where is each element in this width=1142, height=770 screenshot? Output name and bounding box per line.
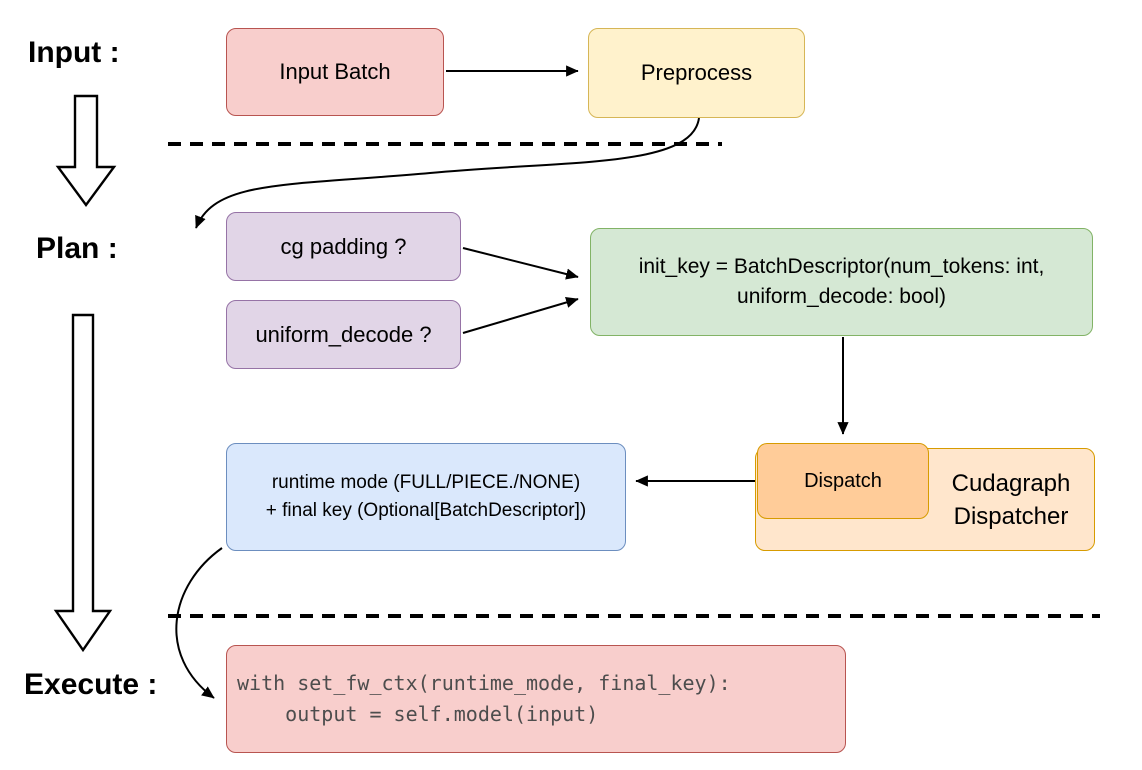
cg-padding-node: cg padding ? [226,212,461,281]
init-key-line1: init_key = BatchDescriptor(num_tokens: i… [638,255,1045,278]
init-key-node: init_key = BatchDescriptor(num_tokens: i… [590,228,1093,336]
cudagraph-dispatcher-line2: Dispatcher [953,502,1069,530]
dispatch-label: Dispatch [804,469,882,492]
runtime-mode-line1: runtime mode (FULL/PIECE./NONE) [271,472,581,493]
execute-code-line1: with set_fw_ctx(runtime_mode, final_key)… [237,671,731,695]
preprocess-node: Preprocess [588,28,805,118]
runtime-mode-node: runtime mode (FULL/PIECE./NONE) + final … [226,443,626,551]
uniform-decode-node: uniform_decode ? [226,300,461,369]
runtime-mode-line2: + final key (Optional[BatchDescriptor]) [265,500,587,521]
arrow-cg-padding-to-init-key [462,247,579,280]
input-batch-node: Input Batch [226,28,444,116]
section-label-plan: Plan : [36,232,118,265]
flow-arrow-plan-to-execute [53,313,113,653]
arrow-runtime-mode-to-execute-code [175,547,223,699]
init-key-line2: uniform_decode: bool) [737,285,946,308]
flow-arrow-input-to-plan [55,94,117,208]
cg-padding-label: cg padding ? [280,233,407,259]
dispatch-node: Dispatch [757,443,929,519]
execute-code-node: with set_fw_ctx(runtime_mode, final_key)… [226,645,846,753]
arrow-uniform-decode-to-init-key [462,297,579,334]
uniform-decode-label: uniform_decode ? [255,321,432,347]
execute-code-line2: output = self.model(input) [237,702,599,726]
preprocess-label: Preprocess [640,60,753,85]
section-label-execute: Execute : [24,668,158,701]
cudagraph-dispatcher-line1: Cudagraph [951,469,1071,497]
input-batch-label: Input Batch [279,59,391,84]
section-label-input: Input : [28,36,120,69]
